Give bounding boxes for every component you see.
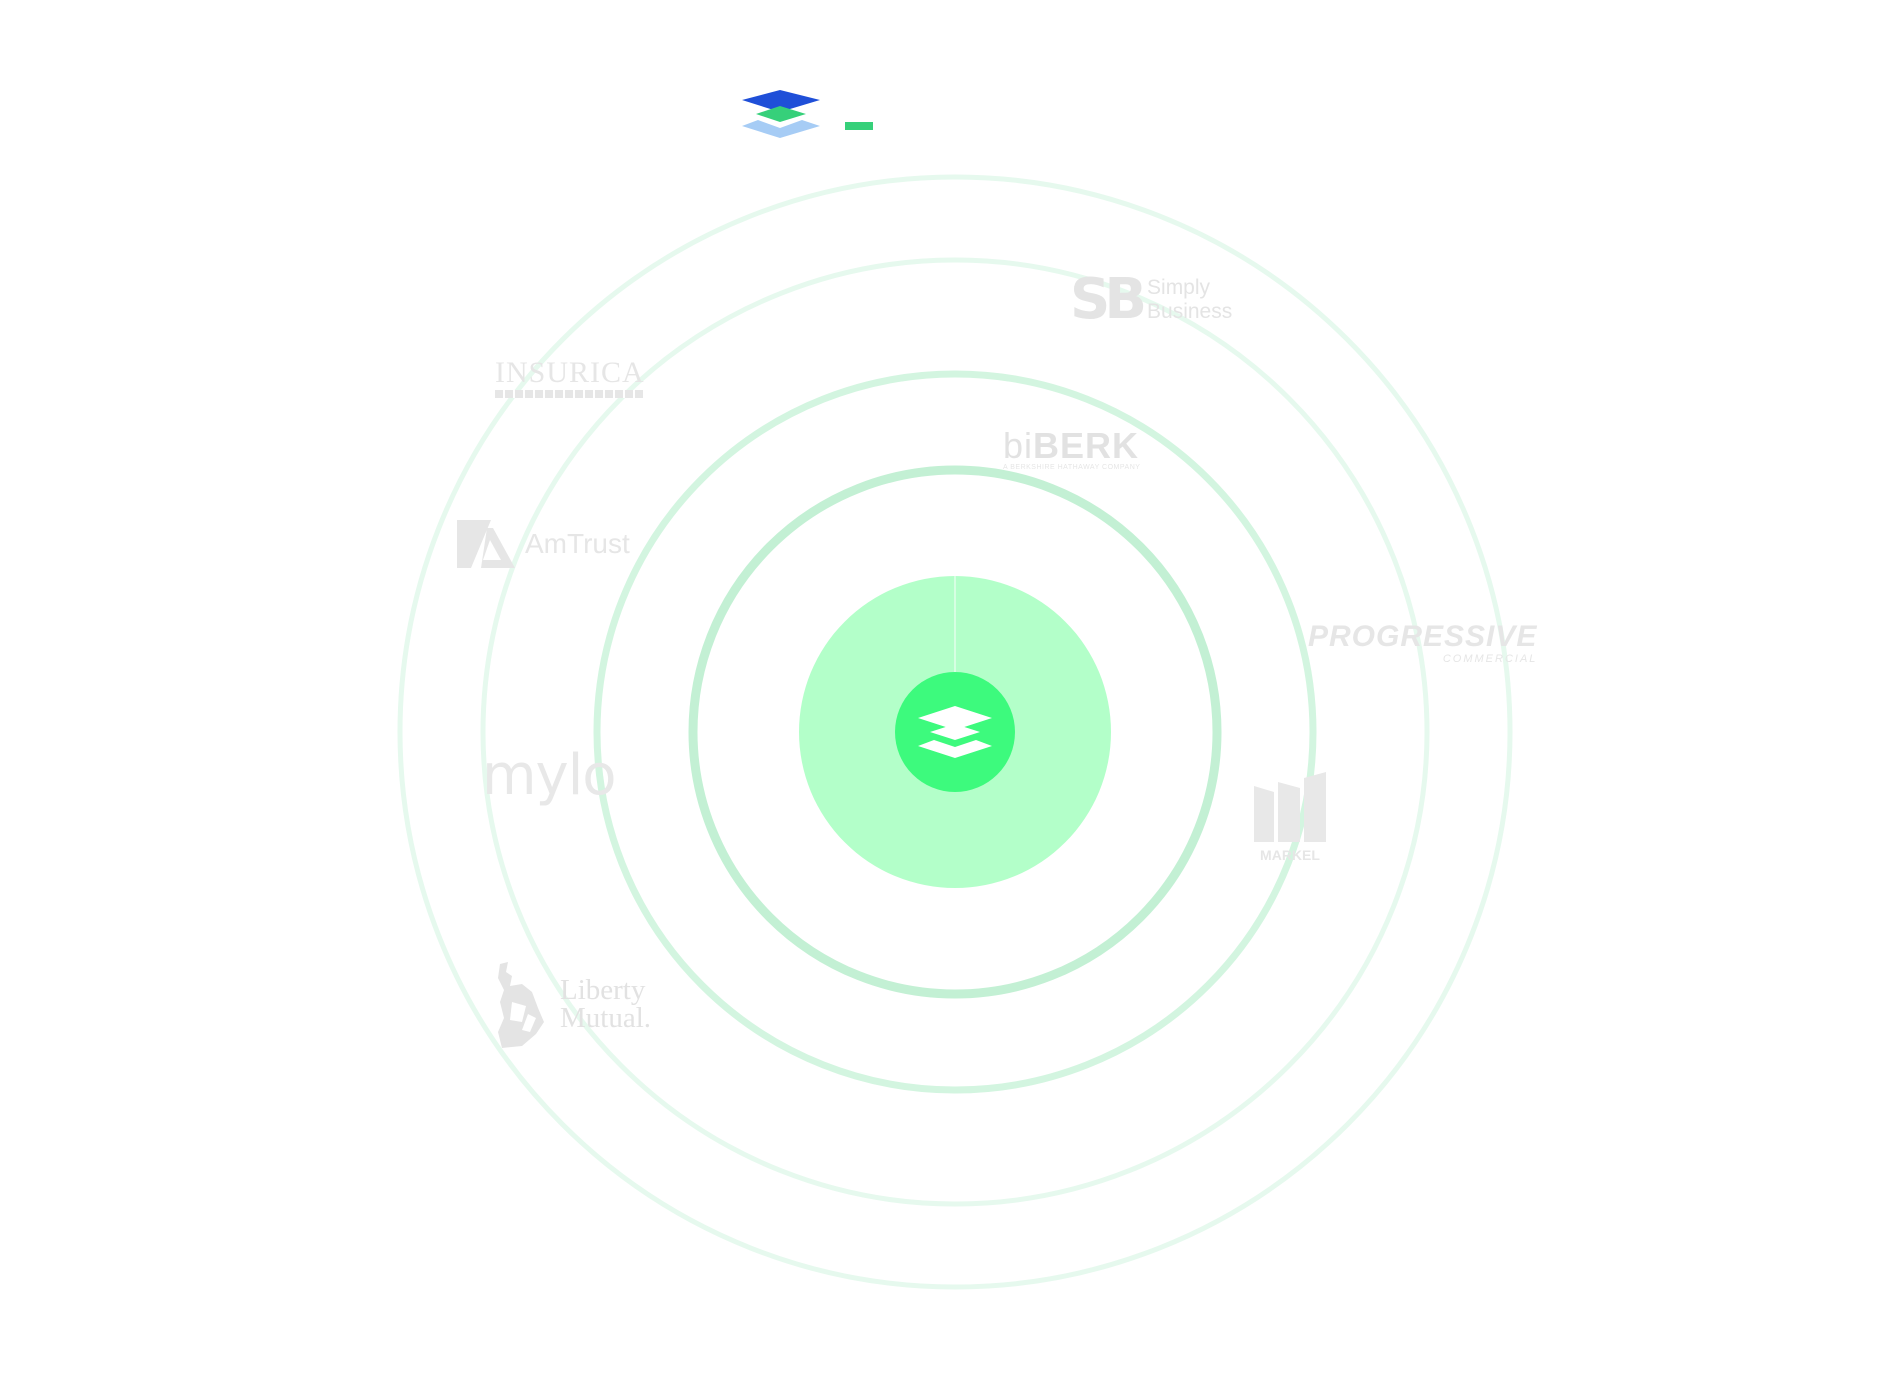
liberty-mutual-logo: Liberty Mutual. [492, 962, 651, 1048]
brand-logo-icon [742, 90, 873, 138]
mylo-wordmark: mylo [482, 743, 617, 808]
progressive-commercial-logo: PROGRESSIVE COMMERCIAL [1308, 622, 1537, 665]
stacked-layers-icon [918, 706, 992, 758]
biberk-logo: biBERK A BERKSHIRE HATHAWAY COMPANY [1003, 428, 1141, 472]
insurica-wordmark: INSURICA [495, 356, 645, 389]
amtrust-wordmark: AmTrust [525, 528, 630, 559]
statue-of-liberty-icon [498, 962, 544, 1048]
biberk-wordmark: biBERK [1003, 428, 1140, 464]
simply-business-line2: Business [1147, 300, 1233, 323]
insurica-logo: INSURICA [495, 358, 645, 398]
orbit-ring-third [480, 257, 1430, 1207]
simply-business-line1: Simply [1147, 275, 1211, 299]
simply-business-logo: SB Simply Business [1070, 272, 1232, 328]
simply-business-wordmark: Simply Business [1147, 276, 1232, 324]
mylo-logo: mylo [482, 743, 617, 808]
amtrust-mark-icon [457, 520, 515, 568]
progressive-wordmark: PROGRESSIVE [1308, 620, 1538, 653]
liberty-mutual-wordmark: Liberty Mutual. [560, 974, 652, 1034]
progressive-subtitle: COMMERCIAL [1442, 653, 1538, 665]
markel-building-icon [1254, 772, 1326, 842]
biberk-name: BERK [1033, 425, 1140, 466]
biberk-tagline: A BERKSHIRE HATHAWAY COMPANY [1003, 464, 1141, 471]
simply-business-monogram: SB [1070, 267, 1147, 332]
markel-wordmark: MARKEL [1260, 847, 1320, 863]
biberk-prefix: bi [1003, 425, 1034, 466]
orbit-ring-inner [688, 465, 1222, 999]
liberty-line2: Mutual. [560, 1002, 652, 1034]
markel-logo: MARKEL [1254, 772, 1326, 862]
insurica-underline [495, 390, 645, 398]
orbit-ring-second [593, 370, 1317, 1094]
orbit-ring-outer [397, 174, 1513, 1290]
liberty-line1: Liberty [560, 974, 646, 1007]
amtrust-logo: AmTrust [457, 520, 630, 568]
